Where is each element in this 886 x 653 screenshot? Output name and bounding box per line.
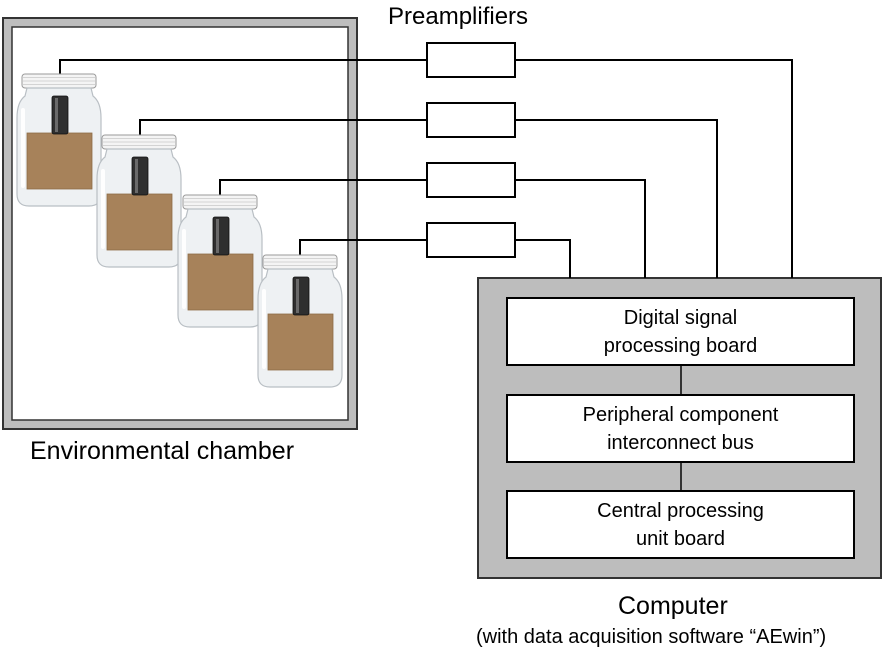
dsp-board-box [506,297,855,366]
jar-3 [177,194,263,328]
computer-wire-3 [515,179,646,278]
ae-sensor [131,156,149,196]
cardboard-specimen [187,253,254,311]
preamplifier-1 [426,42,516,78]
jar-highlight [262,289,266,369]
preamplifier-3 [426,162,516,198]
cpu-board-label: Central processing unit board [507,491,854,558]
preamplifier-2 [426,102,516,138]
jar-highlight [21,108,25,188]
dsp-board-line2: processing board [603,334,758,357]
jar-4 [257,254,343,388]
jar-1 [16,73,102,207]
cpu-board-box [506,490,855,559]
preamplifiers-label: Preamplifiers [388,3,529,30]
pci-bus-line1: Peripheral component [582,403,779,426]
cardboard-specimen [26,132,93,190]
cardboard-specimen [106,193,173,251]
ae-sensor [51,95,69,135]
cardboard-specimen [267,313,334,371]
sensor-highlight [55,98,58,132]
ae-sensor [212,216,230,256]
pci-bus-box [506,394,855,463]
ae-sensor [292,276,310,316]
cpu-board-line2: unit board [636,527,725,550]
pci-bus-line2: interconnect bus [607,431,754,454]
sensor-highlight [216,219,219,253]
software-note: (with data acquisition software “AEwin”) [476,626,827,648]
jar-2 [96,134,182,268]
chamber-label: Environmental chamber [30,437,295,465]
dsp-board-label: Digital signal processing board [507,298,854,365]
pci-bus-label: Peripheral component interconnect bus [507,395,854,462]
preamplifier-4 [426,222,516,258]
computer-wire-4 [515,239,571,278]
computer-wire-2 [515,119,718,278]
sensor-highlight [296,279,299,313]
computer-boards [506,297,855,559]
jar-highlight [182,229,186,309]
preamplifier-group [426,42,516,258]
cpu-board-line1: Central processing [597,499,764,522]
dsp-board-line1: Digital signal [623,306,738,329]
computer-label: Computer [618,592,728,620]
jar-highlight [101,169,105,249]
computer-wire-1 [515,59,793,278]
specimen-jars [16,73,343,388]
sensor-highlight [135,159,138,193]
